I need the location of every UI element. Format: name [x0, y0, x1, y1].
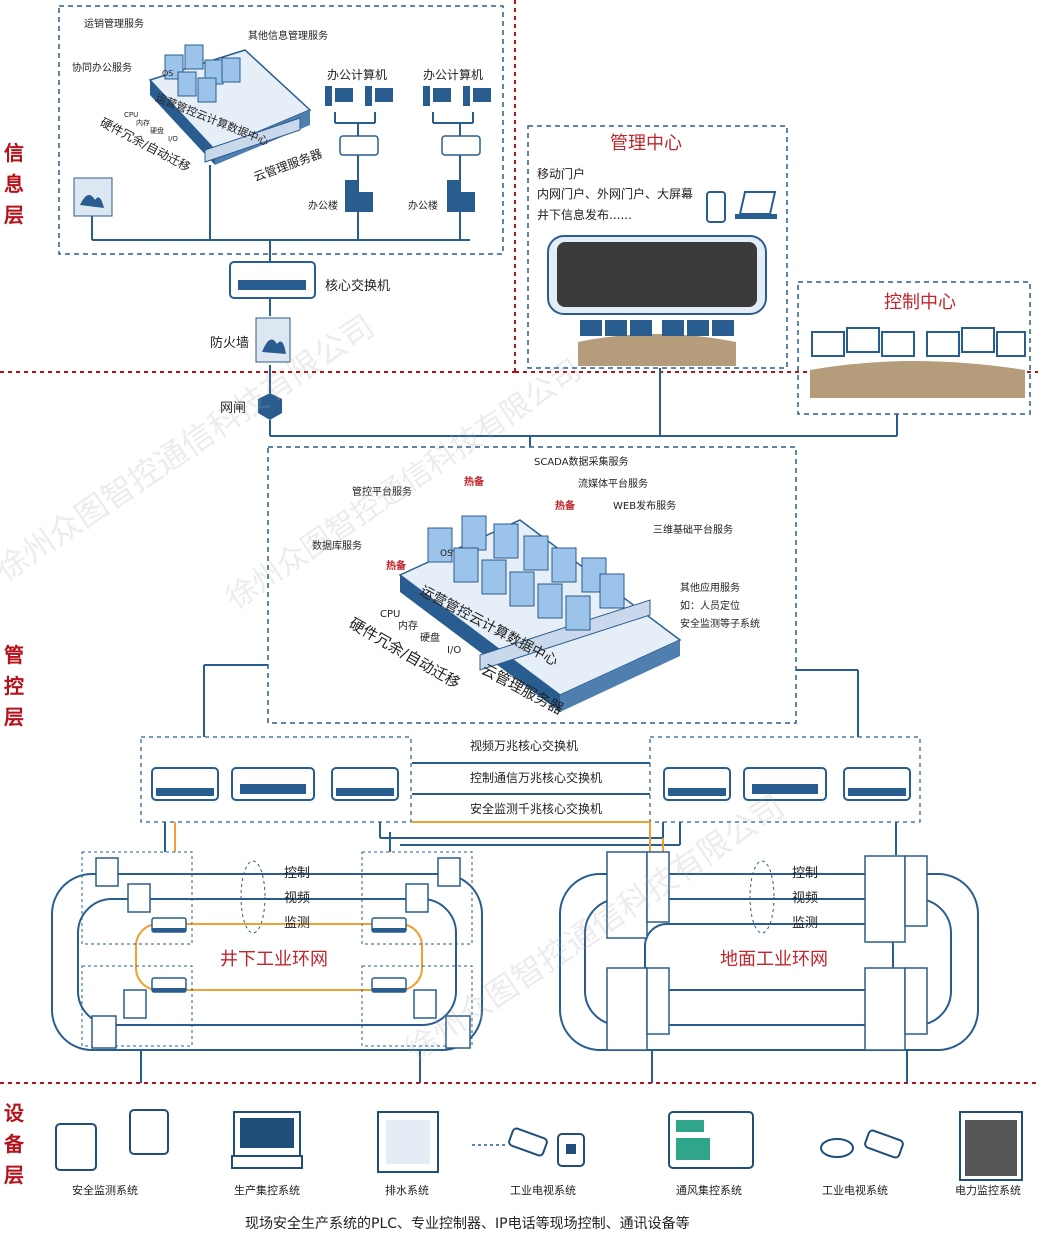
hot-standby-1: 热备 — [464, 477, 484, 488]
hot-standby-3: 热备 — [386, 561, 406, 572]
sf-ring-label-monitor: 监测 — [792, 916, 819, 931]
layer-char: 设 — [4, 1101, 24, 1125]
control-mem-label: 内存 — [398, 621, 418, 632]
control-cpu-label: CPU — [380, 609, 401, 620]
core-switch-label: 核心交换机 — [325, 279, 391, 294]
scada-service-label: SCADA数据采集服务 — [534, 457, 629, 468]
mem-label: 内存 — [136, 119, 150, 127]
mgmt-center-title: 管理中心 — [610, 133, 682, 154]
device-label-5: 通风集控系统 — [676, 1184, 742, 1197]
ug-ring-label-monitor: 监测 — [284, 916, 311, 931]
cpu-label: CPU — [124, 111, 139, 119]
device-label-2: 生产集控系统 — [234, 1184, 300, 1197]
layer-char: 层 — [4, 1163, 24, 1187]
layer-char: 控 — [4, 674, 24, 698]
layer-char: 信 — [4, 141, 24, 165]
firewall-label: 防火墙 — [210, 336, 250, 351]
safety-core-switch-label: 安全监测千兆核心交换机 — [470, 802, 603, 816]
other-apps-line-2: 如：人员定位 — [680, 601, 740, 612]
mgmt-platform-service-label: 管控平台服务 — [352, 487, 412, 498]
video-core-switch-label: 视频万兆核心交换机 — [470, 739, 579, 753]
surface-ring-title: 地面工业环网 — [720, 949, 828, 970]
control-core-switch-label: 控制通信万兆核心交换机 — [470, 771, 603, 785]
underground-ring-title: 井下工业环网 — [220, 949, 328, 970]
os-label: OS — [162, 69, 174, 78]
other-info-service-label: 其他信息管理服务 — [248, 31, 328, 42]
office-bldg-label-1: 办公楼 — [308, 201, 338, 212]
gateway-label: 网闸 — [220, 401, 247, 416]
mgmt-box — [527, 125, 788, 369]
info-box — [58, 5, 504, 255]
transport-service-label: 运销管理服务 — [84, 19, 144, 30]
control-center-title: 控制中心 — [884, 292, 956, 313]
layer-char: 层 — [4, 203, 24, 227]
layer-char: 层 — [4, 705, 24, 729]
device-label-6: 工业电视系统 — [822, 1184, 888, 1197]
collab-service-label: 协同办公服务 — [72, 63, 132, 74]
footer-caption: 现场安全生产系统的PLC、专业控制器、IP电话等现场控制、通讯设备等 — [245, 1216, 690, 1232]
device-label-4: 工业电视系统 — [510, 1184, 576, 1197]
control-io-label: I/O — [447, 645, 462, 656]
office-bldg-label-2: 办公楼 — [408, 201, 438, 212]
ug-ring-label-control: 控制 — [284, 866, 311, 881]
device-layer-label: 设备层 — [3, 1098, 25, 1191]
web-service-label: WEB发布服务 — [613, 501, 677, 512]
control-os-label: OS — [440, 549, 453, 559]
mgmt-line-2: 内网门户、外网门户、大屏幕 — [537, 187, 694, 201]
io-label: I/O — [168, 135, 178, 143]
control-dc-box — [267, 446, 797, 724]
layer-dividers — [0, 0, 1038, 1084]
mgmt-line-1: 移动门户 — [537, 167, 586, 181]
layer-char: 息 — [4, 172, 24, 196]
office-pc-label-2: 办公计算机 — [423, 68, 484, 82]
info-layer-label: 信息层 — [3, 138, 25, 231]
sf-ring-label-control: 控制 — [792, 866, 819, 881]
office-pc-label-1: 办公计算机 — [327, 68, 388, 82]
device-label-1: 安全监测系统 — [72, 1184, 138, 1197]
db-service-label: 数据库服务 — [312, 541, 362, 552]
device-label-7: 电力监控系统 — [955, 1184, 1021, 1197]
ug-ring-label-video: 视频 — [284, 891, 311, 906]
base3d-service-label: 三维基础平台服务 — [653, 525, 733, 536]
mgmt-line-3: 井下信息发布...... — [537, 208, 632, 222]
device-label-3: 排水系统 — [385, 1184, 429, 1197]
control-disk-label: 硬盘 — [420, 633, 440, 644]
hot-standby-2: 热备 — [555, 501, 575, 512]
other-apps-line-1: 其他应用服务 — [680, 583, 740, 594]
sf-ring-label-video: 视频 — [792, 891, 819, 906]
layer-char: 备 — [4, 1132, 24, 1156]
other-apps-line-3: 安全监测等子系统 — [680, 619, 760, 630]
streaming-service-label: 流媒体平台服务 — [578, 479, 648, 490]
control-layer-label: 管控层 — [3, 640, 25, 733]
disk-label: 硬盘 — [150, 127, 164, 135]
ctrl-center-box — [797, 281, 1031, 415]
layer-char: 管 — [4, 643, 24, 667]
